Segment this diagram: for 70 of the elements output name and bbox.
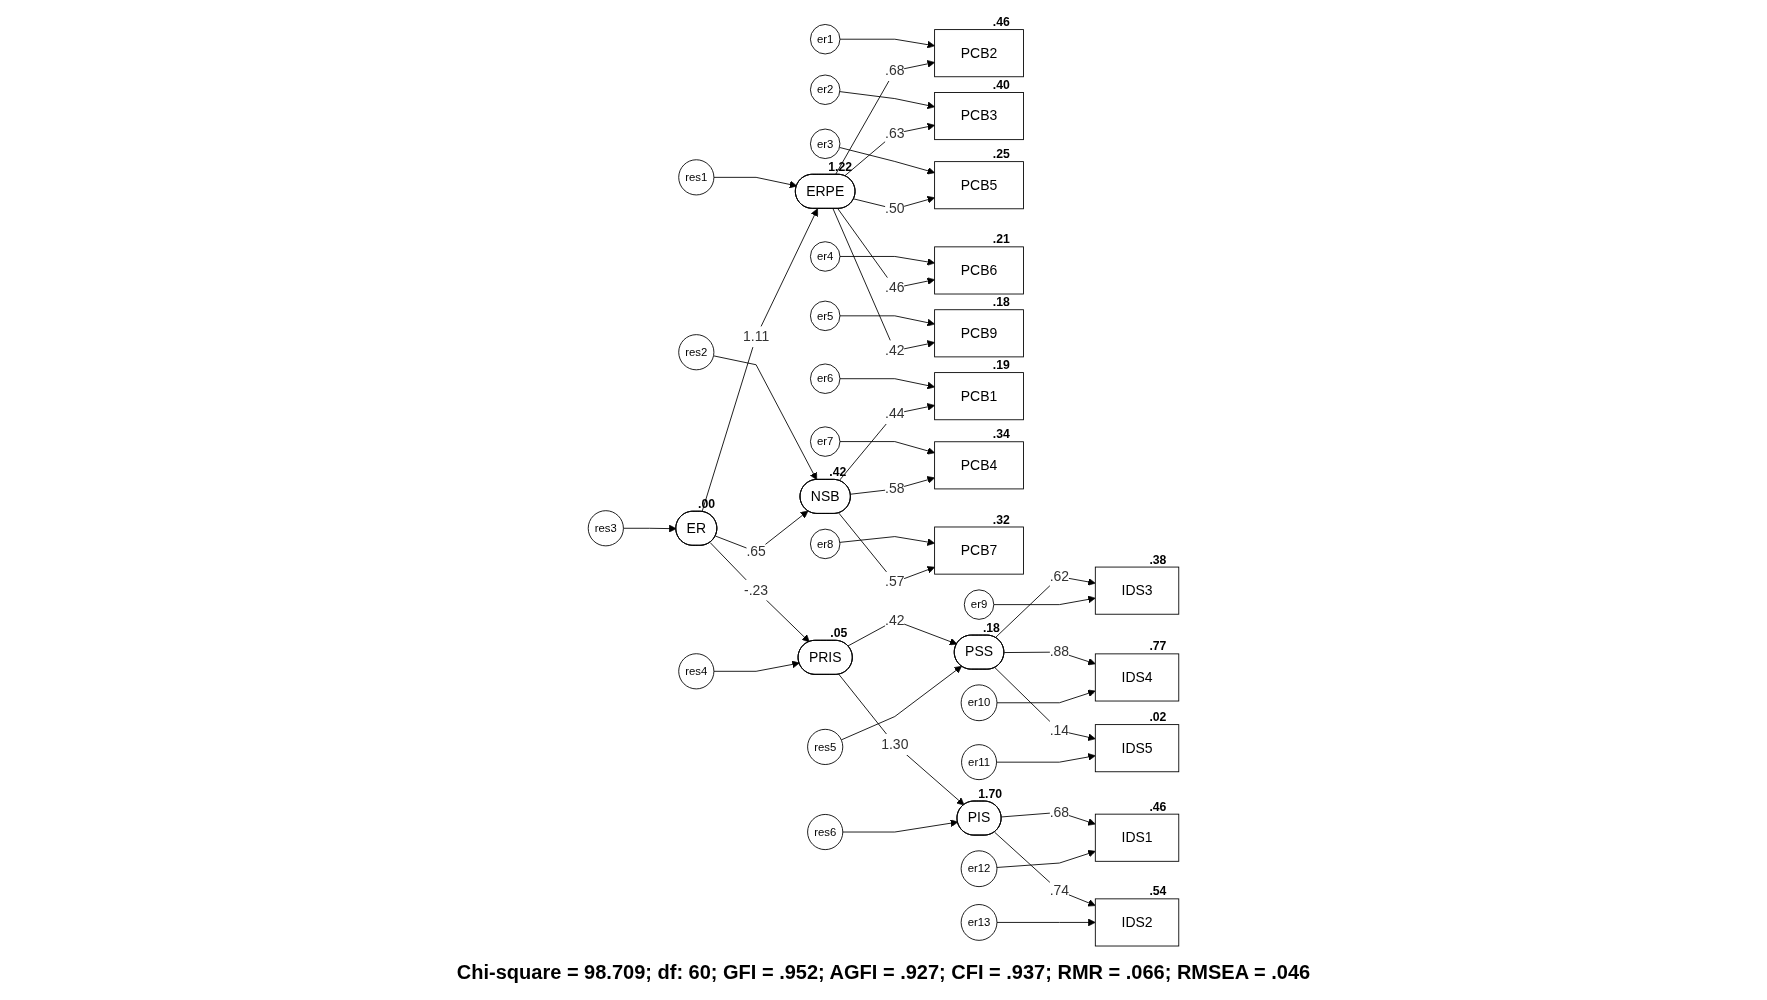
edge-label: .88 <box>1049 644 1070 660</box>
node-circle: er10 <box>960 684 998 722</box>
fit-statistics-caption: Chi-square = 98.709; df: 60; GFI = .952; AGFI = .927; CFI = .937; RMR = .066; RMSEA = .046 <box>456 960 1311 985</box>
node-box: PCB2 <box>934 29 1024 78</box>
r-squared-value: .00 <box>698 496 716 511</box>
node-box: PCB3 <box>934 92 1024 141</box>
node-box: PCB7 <box>934 526 1024 575</box>
node-circle: res3 <box>587 510 624 547</box>
edge-label: 1.30 <box>881 736 909 752</box>
node-circle: er2 <box>810 74 841 105</box>
edge-label: .50 <box>885 201 905 216</box>
node-circle: er11 <box>961 744 997 781</box>
edge-label: .68 <box>1049 804 1070 820</box>
node-box: PCB4 <box>934 441 1024 490</box>
node-circle: er9 <box>963 589 995 620</box>
node-circle: er13 <box>960 904 998 941</box>
node-circle: res4 <box>678 653 715 690</box>
node-box: IDS3 <box>1094 566 1180 615</box>
r-squared-value: .19 <box>992 358 1010 373</box>
r-squared-value: .40 <box>992 78 1010 92</box>
edge-label: .42 <box>885 612 905 628</box>
r-squared-value: 1.22 <box>828 159 852 174</box>
node-circle: res1 <box>678 159 715 196</box>
r-squared-value: .18 <box>982 620 1000 635</box>
node-box: PCB9 <box>934 309 1024 358</box>
edge-label: .58 <box>885 481 905 497</box>
r-squared-value: 1.70 <box>978 786 1002 801</box>
edge-label: .57 <box>885 574 905 590</box>
node-box: PCB1 <box>934 372 1024 421</box>
edge-label: .65 <box>746 543 766 559</box>
r-squared-value: .46 <box>1149 799 1167 814</box>
r-squared-value: .77 <box>1149 639 1167 654</box>
r-squared-value: .05 <box>830 625 848 640</box>
r-squared-value: .46 <box>992 15 1010 30</box>
r-squared-value: .32 <box>992 512 1010 527</box>
node-box: IDS1 <box>1094 813 1180 862</box>
node-box: PCB6 <box>934 246 1024 295</box>
node-box: IDS5 <box>1094 724 1180 773</box>
edge-label: .46 <box>885 280 905 295</box>
r-squared-value: .25 <box>992 147 1010 162</box>
edge-label: .62 <box>1049 568 1070 584</box>
edge-label: 1.11 <box>743 328 770 344</box>
r-squared-value: .38 <box>1149 552 1167 567</box>
edge-label: .74 <box>1049 883 1070 898</box>
node-circle: res2 <box>678 334 715 371</box>
node-circle: er4 <box>810 241 841 272</box>
node-box: IDS2 <box>1094 898 1180 947</box>
node-circle: er6 <box>810 363 841 394</box>
node-circle: er1 <box>810 24 841 55</box>
r-squared-value: .54 <box>1149 884 1167 899</box>
r-squared-value: .42 <box>829 464 847 479</box>
node-circle: res5 <box>807 728 844 765</box>
r-squared-value: .21 <box>992 232 1010 247</box>
edge-label: .42 <box>885 342 905 358</box>
node-circle: res6 <box>807 814 844 851</box>
edge-label: .63 <box>885 125 905 141</box>
edge-label: -.23 <box>744 582 769 598</box>
node-box: IDS4 <box>1094 653 1180 702</box>
node-circle: er7 <box>810 426 841 457</box>
r-squared-value: .18 <box>992 295 1010 310</box>
node-circle: er12 <box>960 850 998 888</box>
node-circle: er8 <box>810 528 841 560</box>
edge-label: .68 <box>885 62 905 78</box>
node-circle: er5 <box>810 300 841 332</box>
edge-label: .14 <box>1049 722 1070 738</box>
r-squared-value: .34 <box>992 427 1010 442</box>
r-squared-value: .02 <box>1149 710 1167 725</box>
edge-label: .44 <box>885 405 905 421</box>
node-box: PCB5 <box>934 161 1024 210</box>
node-circle: er3 <box>810 128 841 159</box>
